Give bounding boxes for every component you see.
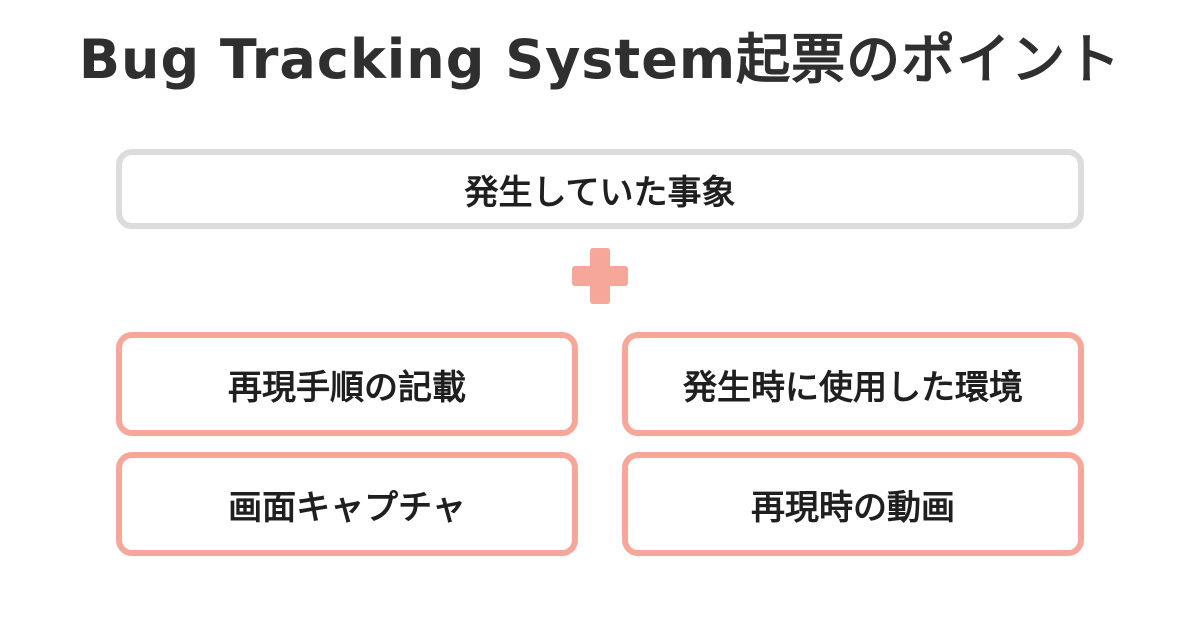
point-box-screen-capture: 画面キャプチャ bbox=[116, 452, 578, 556]
main-item-box: 発生していた事象 bbox=[116, 149, 1084, 229]
point-box-reproduction-video: 再現時の動画 bbox=[622, 452, 1084, 556]
point-box-reproduction-steps: 再現手順の記載 bbox=[116, 332, 578, 436]
point-box-environment: 発生時に使用した環境 bbox=[622, 332, 1084, 436]
plus-icon bbox=[572, 248, 628, 304]
page-title: Bug Tracking System起票のポイント bbox=[78, 28, 1122, 91]
plus-icon-vertical-bar bbox=[590, 248, 610, 304]
